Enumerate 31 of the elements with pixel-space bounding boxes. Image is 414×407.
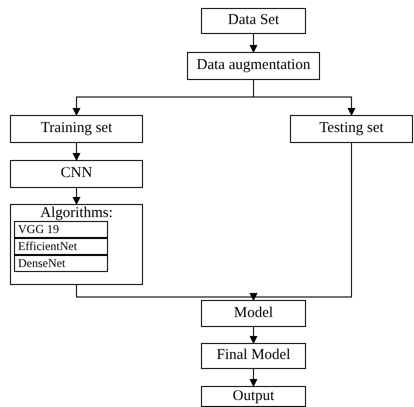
box-label: Final Model	[216, 347, 290, 365]
process-box	[201, 300, 306, 327]
box-label: Testing set	[319, 120, 384, 138]
arrow	[72, 188, 80, 205]
process-box	[10, 115, 143, 143]
group-heading: Algorithms:	[40, 205, 113, 222]
box-label: Model	[234, 304, 274, 322]
group-box	[10, 204, 143, 285]
arrow	[250, 142, 352, 301]
process-box	[14, 238, 108, 255]
arrow	[250, 368, 258, 387]
process-box	[201, 386, 306, 407]
arrow	[250, 34, 258, 53]
process-box	[10, 160, 143, 188]
arrow	[250, 326, 258, 344]
box-label: CNN	[60, 165, 92, 183]
process-box	[290, 115, 413, 143]
process-box	[201, 343, 306, 369]
process-box	[201, 8, 306, 34]
box-label: Output	[232, 388, 274, 406]
box-label: Data augmentation	[196, 57, 310, 75]
process-box	[14, 255, 108, 272]
arrow	[72, 142, 80, 161]
process-box	[187, 52, 320, 80]
box-label: VGG 19	[18, 222, 59, 236]
box-label: Training set	[40, 120, 112, 138]
box-label: EfficientNet	[18, 240, 78, 254]
arrow	[253, 80, 356, 116]
process-box	[14, 221, 108, 238]
box-label: DenseNet	[18, 256, 66, 270]
box-label: Data Set	[228, 12, 280, 30]
